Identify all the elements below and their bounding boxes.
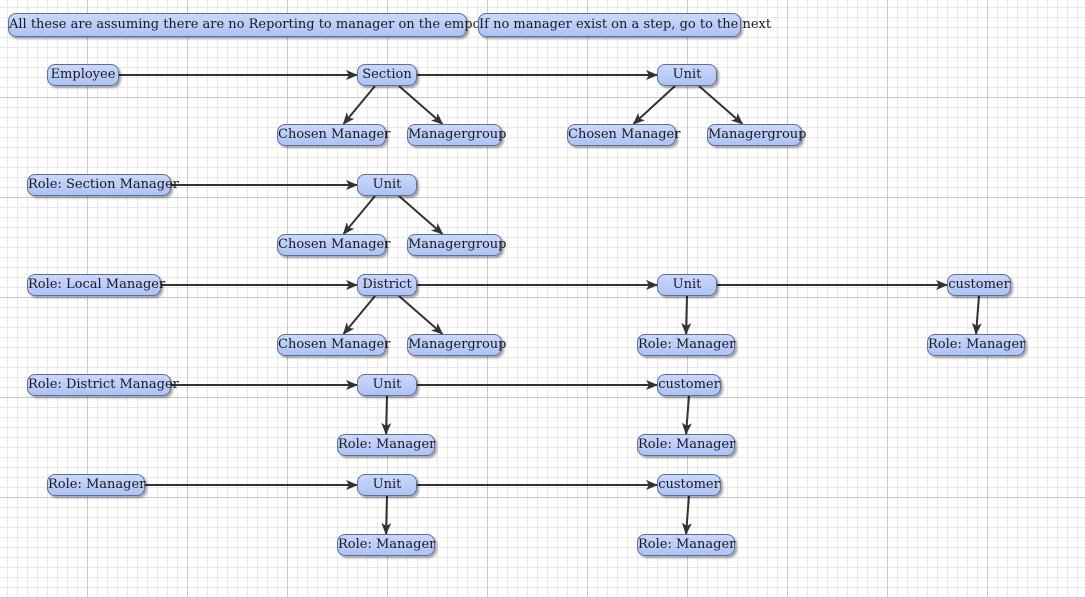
edge-r4c-to-r4e	[681, 395, 692, 435]
node-managergroup[interactable]: Managergroup	[707, 124, 806, 146]
node-role-manager[interactable]: Role: Manager	[47, 474, 145, 496]
node-customer[interactable]: customer	[657, 374, 721, 396]
edge-r3b-to-r3f	[398, 295, 444, 335]
edge-r3c-to-r3g	[681, 295, 692, 335]
edge-r1b-to-r1d	[342, 85, 376, 125]
node-managergroup[interactable]: Managergroup	[407, 334, 506, 356]
node-employee[interactable]: Employee	[47, 64, 119, 86]
node-role-local-manager[interactable]: Role: Local Manager	[27, 274, 165, 296]
node-role-manager[interactable]: Role: Manager	[637, 534, 735, 556]
node-unit[interactable]: Unit	[357, 374, 417, 396]
node-section[interactable]: Section	[357, 64, 417, 86]
edge-r3b-to-r3e	[342, 295, 376, 335]
node-role-manager[interactable]: Role: Manager	[927, 334, 1025, 356]
node-role-section-manager[interactable]: Role: Section Manager	[27, 174, 179, 196]
edge-r5b-to-r5d	[381, 495, 392, 535]
edge-r2b-to-r2c	[342, 195, 376, 235]
node-role-manager[interactable]: Role: Manager	[337, 534, 435, 556]
node-unit[interactable]: Unit	[357, 474, 417, 496]
edge-r2b-to-r2d	[398, 195, 444, 235]
node-role-manager[interactable]: Role: Manager	[637, 334, 735, 356]
note-fallback: If no manager exist on a step, go to the…	[478, 13, 771, 37]
edge-r5c-to-r5e	[681, 495, 692, 535]
edge-r1b-to-r1e	[398, 85, 444, 125]
node-role-manager[interactable]: Role: Manager	[337, 434, 435, 456]
node-role-district-manager[interactable]: Role: District Manager	[27, 374, 179, 396]
node-chosen-manager[interactable]: Chosen Manager	[277, 124, 390, 146]
node-chosen-manager[interactable]: Chosen Manager	[277, 334, 390, 356]
node-role-manager[interactable]: Role: Manager	[637, 434, 735, 456]
node-chosen-manager[interactable]: Chosen Manager	[567, 124, 680, 146]
node-district[interactable]: District	[357, 274, 417, 296]
edge-r4b-to-r4d	[381, 395, 392, 435]
node-unit[interactable]: Unit	[357, 174, 417, 196]
node-unit[interactable]: Unit	[657, 274, 717, 296]
node-managergroup[interactable]: Managergroup	[407, 124, 506, 146]
node-chosen-manager[interactable]: Chosen Manager	[277, 234, 390, 256]
node-customer[interactable]: customer	[947, 274, 1011, 296]
note-assumption: All these are assuming there are no Repo…	[8, 13, 537, 37]
edge-r3d-to-r3h	[971, 295, 982, 335]
edge-r1c-to-r1f	[632, 85, 676, 125]
edge-r1c-to-r1g	[698, 85, 744, 125]
node-unit[interactable]: Unit	[657, 64, 717, 86]
node-managergroup[interactable]: Managergroup	[407, 234, 506, 256]
node-customer[interactable]: customer	[657, 474, 721, 496]
